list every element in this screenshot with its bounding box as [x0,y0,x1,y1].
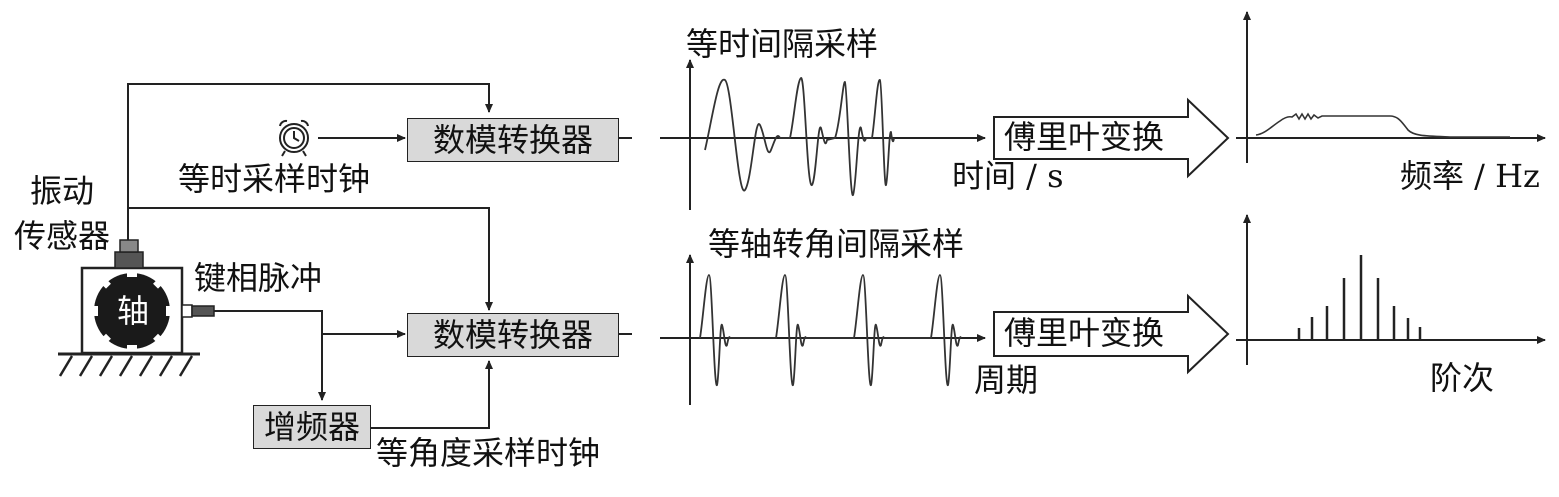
equal-time-clock-label: 等时采样时钟 [178,160,371,198]
adc-box-top: 数模转换器 [407,118,619,162]
fft-label-bottom: 傅里叶变换 [1004,314,1165,352]
fft-arrow-top [993,97,1230,179]
top-waveform-plot [660,59,986,210]
equal-angle-clock-label: 等角度采样时钟 [376,434,601,472]
adc-box-bottom: 数模转换器 [407,313,619,357]
keyphasor-label: 键相脉冲 [194,259,323,297]
top-wave-signal [704,77,895,196]
adc-box-top-label: 数模转换器 [432,121,593,159]
shaft-label: 轴 [117,292,150,330]
fft-arrow-bottom [993,293,1230,375]
bottom-waveform-plot [660,254,986,405]
signal-wiring [127,83,632,429]
fft-label-top: 傅里叶变换 [1004,118,1165,156]
order-axis-label: 阶次 [1430,359,1495,397]
frequency-axis-label: 频率 / Hz [1400,157,1540,195]
order-spectrum-plot [1236,214,1546,365]
shaft-icon [92,271,172,351]
machine [58,239,215,377]
adc-box-bottom-label: 数模转换器 [432,316,593,354]
sensor-icon [114,239,144,269]
multiplier-label: 增频器 [263,408,360,446]
order-lines [1297,255,1422,340]
freq-spectrum-curve [1255,112,1510,138]
sensor-label-line1: 振动 [30,172,95,210]
bottom-wave-x-label: 周期 [974,361,1039,399]
bottom-sampling-title: 等轴转角间隔采样 [708,225,965,263]
multiplier-box: 增频器 [253,405,371,449]
alarm-clock-icon [279,119,309,157]
top-sampling-title: 等时间隔采样 [686,25,879,63]
keyphasor-probe-icon [181,304,215,318]
top-wave-x-label: 时间 / s [952,157,1064,195]
frequency-spectrum-plot [1236,11,1546,163]
bottom-wave-signal [699,274,962,386]
ground-hatch [58,355,194,377]
sensor-label-line2: 传感器 [14,217,111,255]
